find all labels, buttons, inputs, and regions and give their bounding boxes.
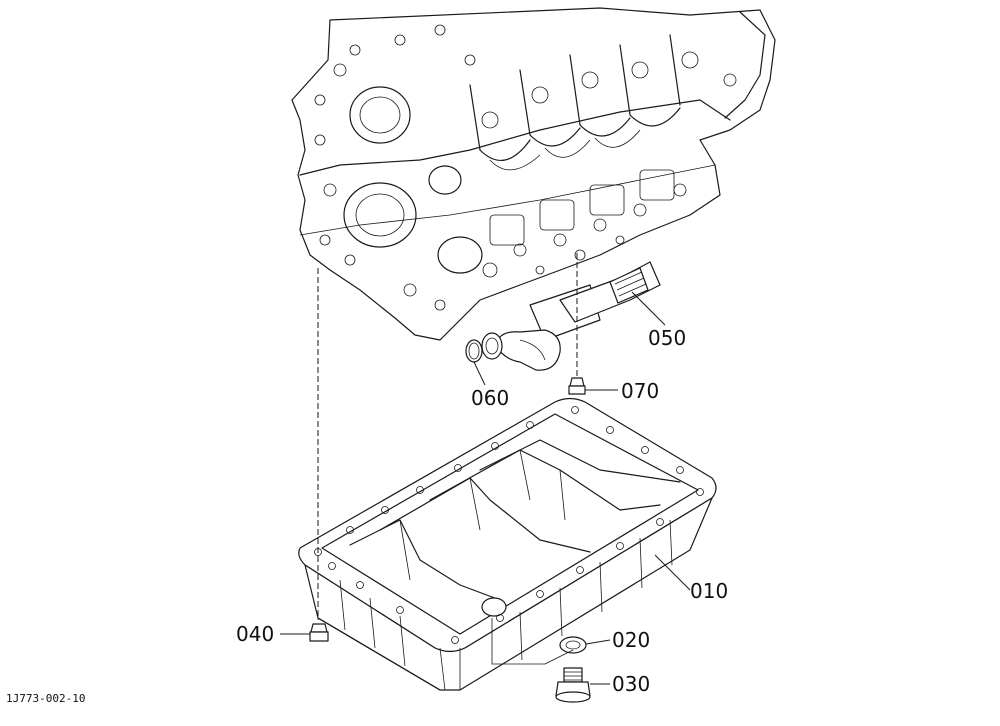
figure-reference: 1J773-002-10 [6,692,85,705]
callout-040: 040 [236,622,274,646]
callout-050: 050 [648,326,686,350]
callout-020: 020 [612,628,650,652]
leader-lines [280,291,691,685]
pan-bolt [309,268,329,642]
oil-pan [298,397,717,691]
callout-070: 070 [621,379,659,403]
oil-strainer [481,261,661,371]
drain-plug [555,667,591,703]
drain-gasket [559,636,587,654]
o-ring [465,339,483,363]
callout-010: 010 [690,579,728,603]
engine-block [291,7,776,341]
callout-060: 060 [471,386,509,410]
assembly-bracket [491,618,574,665]
callout-030: 030 [612,672,650,696]
